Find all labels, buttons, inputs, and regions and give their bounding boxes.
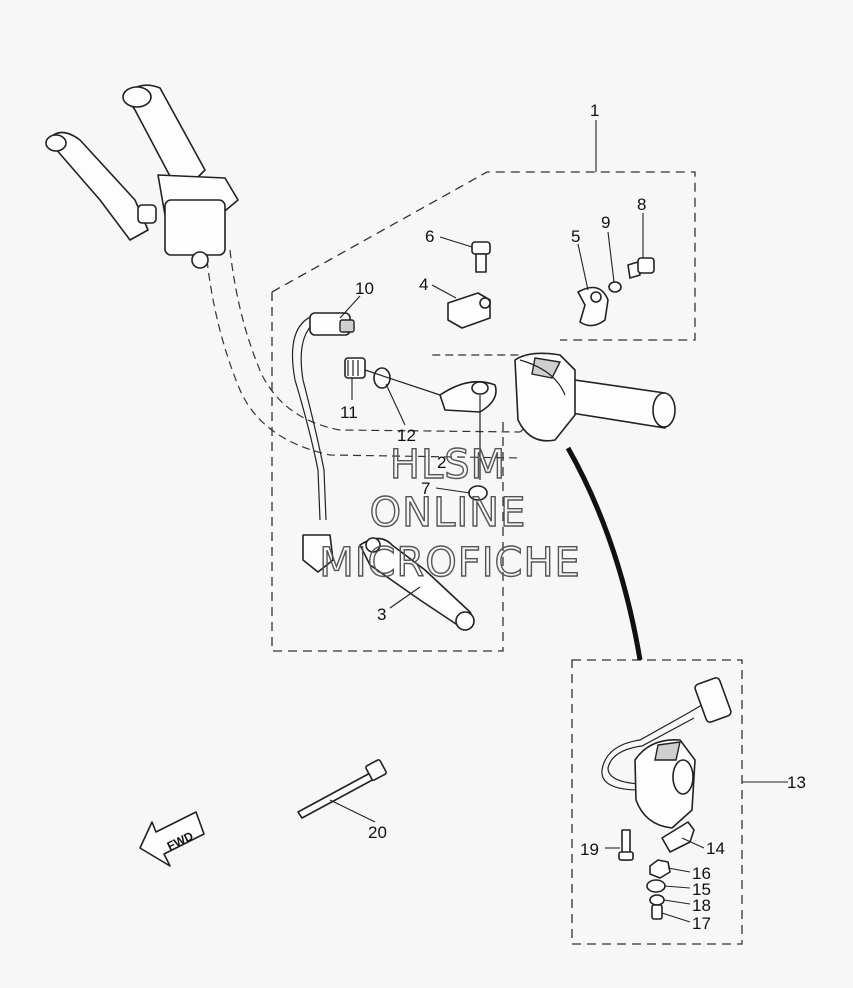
small-hardware	[447, 241, 655, 329]
callout-labels: 1 2 3 4 5 6 7 8 9 10 11 12 13 14 15 16 1…	[340, 101, 806, 933]
lever-bracket	[439, 380, 497, 501]
clutch-lever	[359, 537, 475, 631]
callout-11: 11	[340, 403, 358, 422]
brake-master-cylinder	[45, 84, 239, 269]
callout-18: 18	[692, 896, 711, 915]
callout-4: 4	[419, 275, 428, 294]
clutch-switch	[291, 312, 355, 573]
adjuster-parts	[344, 357, 441, 396]
callout-5: 5	[571, 227, 580, 246]
callout-7: 7	[421, 479, 430, 498]
cable-tie	[297, 759, 387, 819]
callout-16: 16	[692, 864, 711, 883]
callout-1: 1	[590, 101, 599, 120]
callout-13: 13	[787, 773, 806, 792]
assembly-1-box	[271, 171, 696, 341]
switch-cable	[565, 446, 643, 661]
callout-14: 14	[706, 839, 725, 858]
callout-19: 19	[580, 840, 599, 859]
callout-10: 10	[355, 279, 374, 298]
callout-6: 6	[425, 227, 434, 246]
watermark: HLSM ONLINE MICROFICHE	[318, 441, 581, 586]
callout-3: 3	[377, 605, 386, 624]
switch-assembly-13	[601, 677, 732, 920]
right-handlebar-grip	[514, 352, 676, 442]
callout-9: 9	[601, 213, 610, 232]
callout-12: 12	[397, 426, 416, 445]
watermark-line-3: MICROFICHE	[319, 540, 581, 586]
callout-8: 8	[637, 195, 646, 214]
callout-15: 15	[692, 880, 711, 899]
watermark-line-1: HLSM	[390, 442, 506, 488]
callout-2: 2	[437, 453, 446, 472]
watermark-line-2: ONLINE	[370, 490, 527, 536]
fwd-arrow: FWD	[139, 811, 205, 867]
assembly-13-box	[571, 659, 743, 945]
callout-20: 20	[368, 823, 387, 842]
assembly-1-box-lower	[271, 292, 504, 652]
callout-17: 17	[692, 914, 711, 933]
leader-lines	[329, 120, 788, 923]
